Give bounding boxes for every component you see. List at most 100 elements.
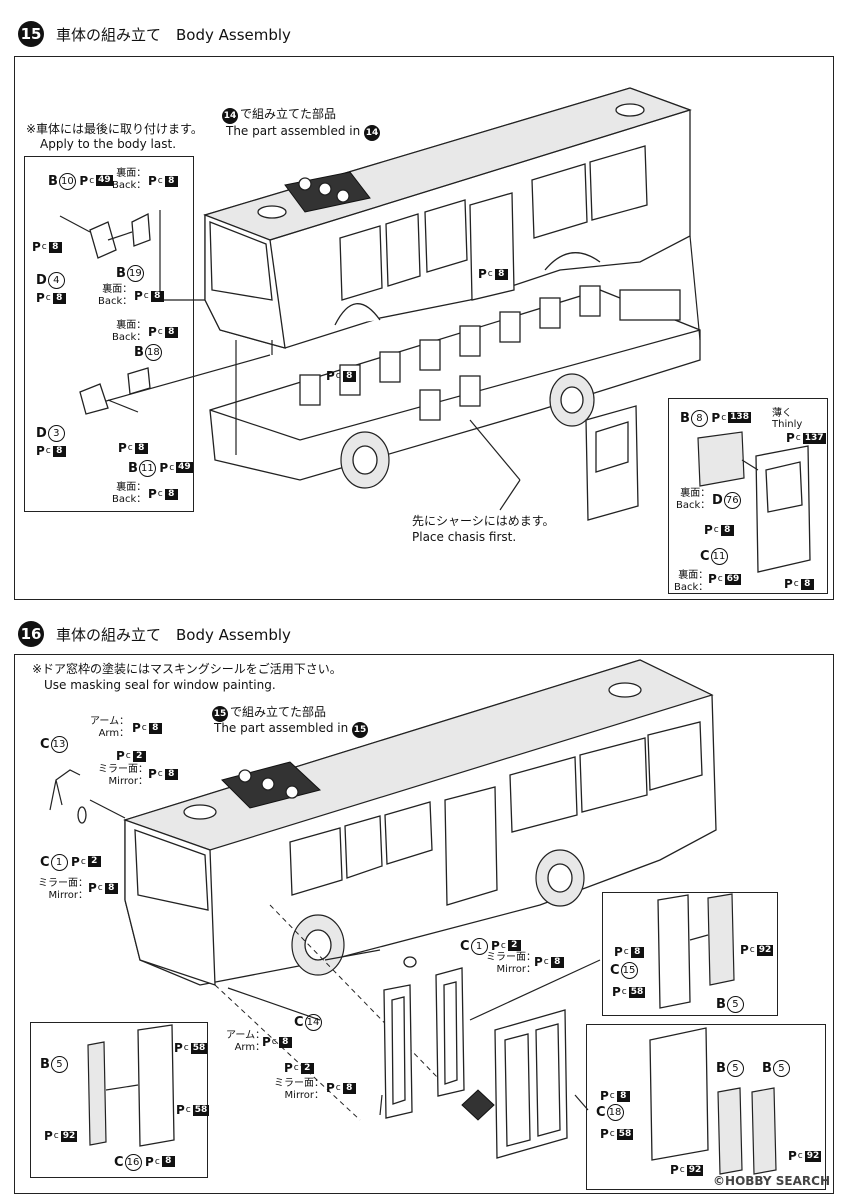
part-number: 15 <box>620 962 638 979</box>
paint-num: 58 <box>628 986 646 998</box>
paint-num: 138 <box>728 412 751 423</box>
paint-p: P <box>116 749 125 763</box>
step-15-frame <box>14 56 834 600</box>
paint-p: P <box>711 410 721 425</box>
paint-num: 92 <box>686 1164 704 1176</box>
paint-c: c <box>89 175 95 186</box>
paint-c: c <box>721 412 727 423</box>
paint-p: P <box>174 1041 183 1055</box>
door-part-c15 <box>657 894 691 1009</box>
part-number: 16 <box>124 1154 142 1171</box>
assembled-en: The part assembled in <box>226 124 361 138</box>
part-number: 5 <box>50 1056 68 1073</box>
step-16-header: 16 車体の組み立て Body Assembly <box>18 620 291 648</box>
part-letter: C <box>460 938 470 954</box>
paint-p: P <box>36 291 45 305</box>
part-number: 13 <box>50 736 68 753</box>
hobby-search-watermark: ©HOBBY SEARCH <box>713 1174 830 1188</box>
paint-c: c <box>157 327 163 337</box>
paint-num: 137 <box>802 432 826 444</box>
mirror-jp: ミラー面： <box>38 878 88 889</box>
part-number: 76 <box>723 492 741 509</box>
paint-p: P <box>534 955 543 969</box>
paint-num: 8 <box>342 370 356 382</box>
chassis-outline <box>209 289 701 481</box>
paint-num: 8 <box>278 1036 292 1048</box>
part-number: 11 <box>138 460 156 477</box>
paint-p: P <box>670 1163 679 1177</box>
step-ref-badge: 14 <box>222 108 238 124</box>
part-letter: B <box>128 460 138 476</box>
paint-num: 49 <box>96 175 113 186</box>
assembled-en: The part assembled in <box>214 721 349 735</box>
mirror-label-2: ミラー面：Mirror： <box>38 878 88 902</box>
step-title: 車体の組み立て Body Assembly <box>56 625 291 644</box>
part-number: 11 <box>710 548 728 565</box>
paint-num: 8 <box>164 768 178 780</box>
back-jp: 裏面： <box>680 488 711 499</box>
paint-p: P <box>708 572 717 586</box>
paint-num: 8 <box>52 445 66 457</box>
thin-jp: 薄く <box>772 408 792 419</box>
door-subassembly-box <box>668 398 828 594</box>
paint-p: P <box>600 1127 609 1141</box>
paint-p: P <box>159 460 169 475</box>
apply-last-note-en: Apply to the body last. <box>40 137 177 151</box>
door-c18-box <box>586 1024 826 1190</box>
paint-p: P <box>44 1129 53 1143</box>
part-number: 5 <box>726 996 744 1013</box>
part-number: 18 <box>606 1104 624 1121</box>
paint-num: 2 <box>300 1062 314 1074</box>
paint-c: c <box>797 1151 803 1161</box>
paint-p: P <box>176 1103 185 1117</box>
paint-num: 8 <box>800 578 814 590</box>
paint-num: 92 <box>756 944 774 956</box>
paint-c: c <box>500 940 506 951</box>
part-number: 19 <box>126 265 144 282</box>
back-jp: 裏面： <box>678 570 709 581</box>
part-letter: C <box>610 962 620 978</box>
part-letter: B <box>134 344 144 360</box>
back-en: Back： <box>676 500 711 511</box>
paint-num: 8 <box>550 956 564 968</box>
paint-num: 8 <box>616 1090 630 1102</box>
mirror-en: Mirror： <box>48 890 88 901</box>
part-letter: B <box>48 173 58 189</box>
paint-num: 8 <box>150 290 164 302</box>
paint-num: 8 <box>720 524 734 536</box>
part-letter: C <box>294 1014 304 1030</box>
paint-num: 8 <box>164 326 178 338</box>
masking-note-en: Use masking seal for window painting. <box>44 678 276 692</box>
paint-p: P <box>132 721 141 735</box>
paint-c: c <box>80 856 86 867</box>
back-en: Back： <box>112 332 147 343</box>
paint-num: 8 <box>48 241 62 253</box>
mirror-label: ミラー面：Mirror： <box>98 764 148 788</box>
paint-c: c <box>157 176 163 186</box>
paint-p: P <box>788 1149 797 1163</box>
paint-p: P <box>148 767 157 781</box>
back-label-4: 裏面：Back： <box>112 482 146 506</box>
part-letter: C <box>700 548 710 564</box>
mirror-en: Mirror： <box>496 964 536 975</box>
paint-num: 8 <box>148 722 162 734</box>
paint-c: c <box>293 1063 299 1073</box>
paint-num: 8 <box>161 1156 175 1167</box>
paint-num: 8 <box>104 882 118 894</box>
